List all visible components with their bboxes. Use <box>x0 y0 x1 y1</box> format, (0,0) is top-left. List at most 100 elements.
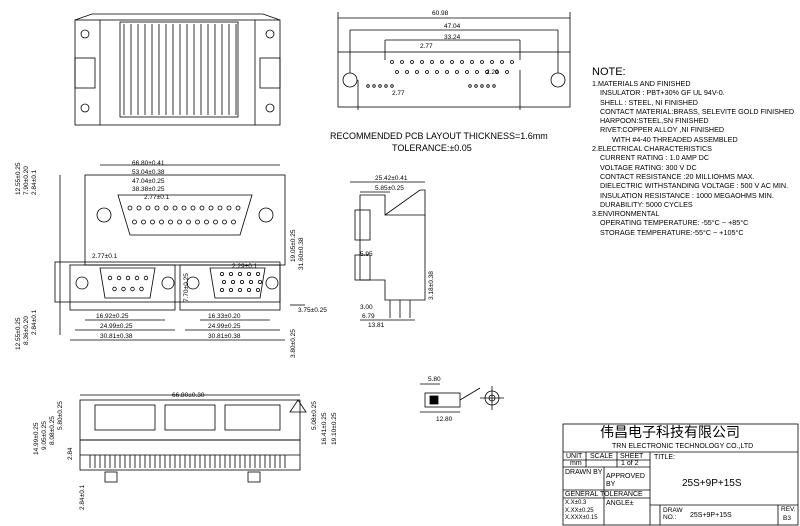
unit-label: UNIT <box>566 453 583 460</box>
note-line: CONTACT RESISTANCE :20 MILLIOHMS MAX. <box>592 171 755 181</box>
dim-47-04: 47.04 <box>444 23 461 30</box>
db9-pin <box>134 275 140 281</box>
db25-pin <box>132 219 137 225</box>
dim-2-77-top: 2.77 <box>420 43 433 50</box>
pcb-hole <box>495 70 499 74</box>
general-tolerance: GENERAL TOLERANCE <box>565 491 643 498</box>
rev-value: B3 <box>783 515 791 522</box>
draw-no-value: 25S+9P+15S <box>690 512 732 519</box>
dim-66-80: 66.80±0.41 <box>132 160 165 167</box>
note-line: DIELECTRIC WITHSTANDING VOLTAGE : 500 V … <box>592 181 789 191</box>
db25-pin <box>195 219 200 225</box>
db25-pin <box>181 205 187 211</box>
pcb-hole <box>455 70 459 74</box>
front-view-9p-15s <box>54 261 305 341</box>
db9-pin <box>130 286 135 292</box>
db25-pin <box>199 205 205 211</box>
title-label: TITLE: <box>654 454 676 461</box>
vga-pin <box>246 287 251 292</box>
dim-30-81-a: 30.81±0.38 <box>100 333 133 340</box>
dim-30-81-b: 30.81±0.38 <box>208 333 241 340</box>
db9-pin <box>121 286 126 292</box>
dim-5-08: 5.08±0.25 <box>311 401 318 430</box>
company-cn: 伟昌电子科技有限公司 <box>600 425 740 441</box>
dim-24-99-b: 24.99±0.25 <box>208 323 241 330</box>
note-line: 3.ENVIRONMENTAL <box>592 209 660 219</box>
dim-53-04: 53.04±0.38 <box>132 169 165 176</box>
dim-3-80: 3.80±0.25 <box>290 329 297 358</box>
db25-pin <box>172 205 178 211</box>
dim-9-05: 9.05±0.25 <box>41 421 48 450</box>
dim-3-75: 3.75±0.25 <box>298 307 327 314</box>
dim-5-80: 5.80±0.25 <box>57 401 64 430</box>
pcb-hole <box>486 84 490 88</box>
dim-2-84-b: 2.84±0.1 <box>31 309 38 335</box>
db9-pin <box>112 286 117 292</box>
vga-pin <box>221 279 226 284</box>
pcb-hole <box>468 84 472 88</box>
db25-pin <box>177 219 182 225</box>
tol-1: X.X±0.3 <box>565 500 587 506</box>
vga-pin <box>228 271 233 276</box>
angle: ANGLE± <box>606 500 634 507</box>
note-line: INSULATION RESISTANCE : 1000 MEGAOHMS MI… <box>592 190 774 200</box>
note-line: OPERATING TEMPERATURE: -55°C ~ +85°C <box>592 218 749 228</box>
dim-2-29: 2.29 <box>486 69 499 76</box>
scale-label: SCALE <box>590 453 613 460</box>
db25-pin <box>163 205 169 211</box>
pcb-hole <box>475 70 479 74</box>
dim-66-80-b: 66.80±0.30 <box>172 392 205 399</box>
pcb-hole <box>492 84 496 88</box>
pcb-hole <box>430 60 434 64</box>
dim-3-18: 3.18±0.38 <box>428 271 435 300</box>
dim-16-33: 16.33±0.20 <box>208 313 241 320</box>
pcb-hole <box>485 70 489 74</box>
pcb-hole <box>480 60 484 64</box>
drawn-by: DRAWN BY <box>565 469 603 476</box>
note-line: INSULATOR : PBT+30% GF UL 94V-0. <box>592 88 725 98</box>
dim-47-04: 47.04±0.25 <box>132 178 165 185</box>
dim-6-79: 6.79 <box>362 313 375 320</box>
pcb-hole <box>405 70 409 74</box>
pcb-hole <box>400 60 404 64</box>
pcb-hole <box>395 70 399 74</box>
dim-19-10: 19.10±0.25 <box>331 412 338 445</box>
pcb-hole <box>450 60 454 64</box>
notes-heading: NOTE: <box>592 66 626 78</box>
pcb-hole <box>366 84 370 88</box>
db25-pin <box>145 205 151 211</box>
vga-pin <box>237 287 242 292</box>
pcb-hole <box>460 60 464 64</box>
db25-pin <box>150 219 155 225</box>
pcb-hole <box>480 84 484 88</box>
side-view <box>350 181 426 321</box>
note-line: HARPOON:STEEL,SN FINISHED <box>592 116 709 126</box>
dim-16-92: 16.92±0.25 <box>96 313 129 320</box>
vga-pin <box>246 271 251 276</box>
dim-8-36: 8.36±0.20 <box>23 316 30 345</box>
dim-2-84-a: 2.84±0.1 <box>31 169 38 195</box>
db25-pin <box>204 219 209 225</box>
dim-2-77-mid: 2.77 <box>392 90 405 97</box>
db25-pin <box>186 219 191 225</box>
draw-no-label: DRAW NO.: <box>663 507 683 521</box>
db9-pin <box>143 275 149 281</box>
dim-8-08: 8.08±0.25 <box>49 416 56 445</box>
notes-block: NOTE:1.MATERIALS AND FINISHED INSULATOR … <box>592 66 797 237</box>
note-line: SHELL : STEEL, NI FINISHED <box>592 97 698 107</box>
dim-33-24: 33.24 <box>444 34 461 41</box>
pcb-hole <box>410 60 414 64</box>
db25-pin <box>208 205 214 211</box>
tol-2: X.XX±0.25 <box>565 507 594 514</box>
note-line: CURRENT RATING : 1.0 AMP DC <box>592 153 710 163</box>
dim-2-29-b: 2.29±0.1 <box>232 263 258 270</box>
vga-pin <box>228 287 233 292</box>
note-line: VOLTAGE RATING: 300 V DC <box>592 162 697 172</box>
dim-7-90: 7.90±0.20 <box>23 166 30 195</box>
dim-5-95: 5.95 <box>360 251 373 258</box>
vga-pin <box>255 287 260 292</box>
rev-label: REV. <box>781 506 796 513</box>
note-line: 2.ELECTRICAL CHARACTERISTICS <box>592 144 712 154</box>
dim-12-55-a: 12.55±0.25 <box>15 162 22 195</box>
